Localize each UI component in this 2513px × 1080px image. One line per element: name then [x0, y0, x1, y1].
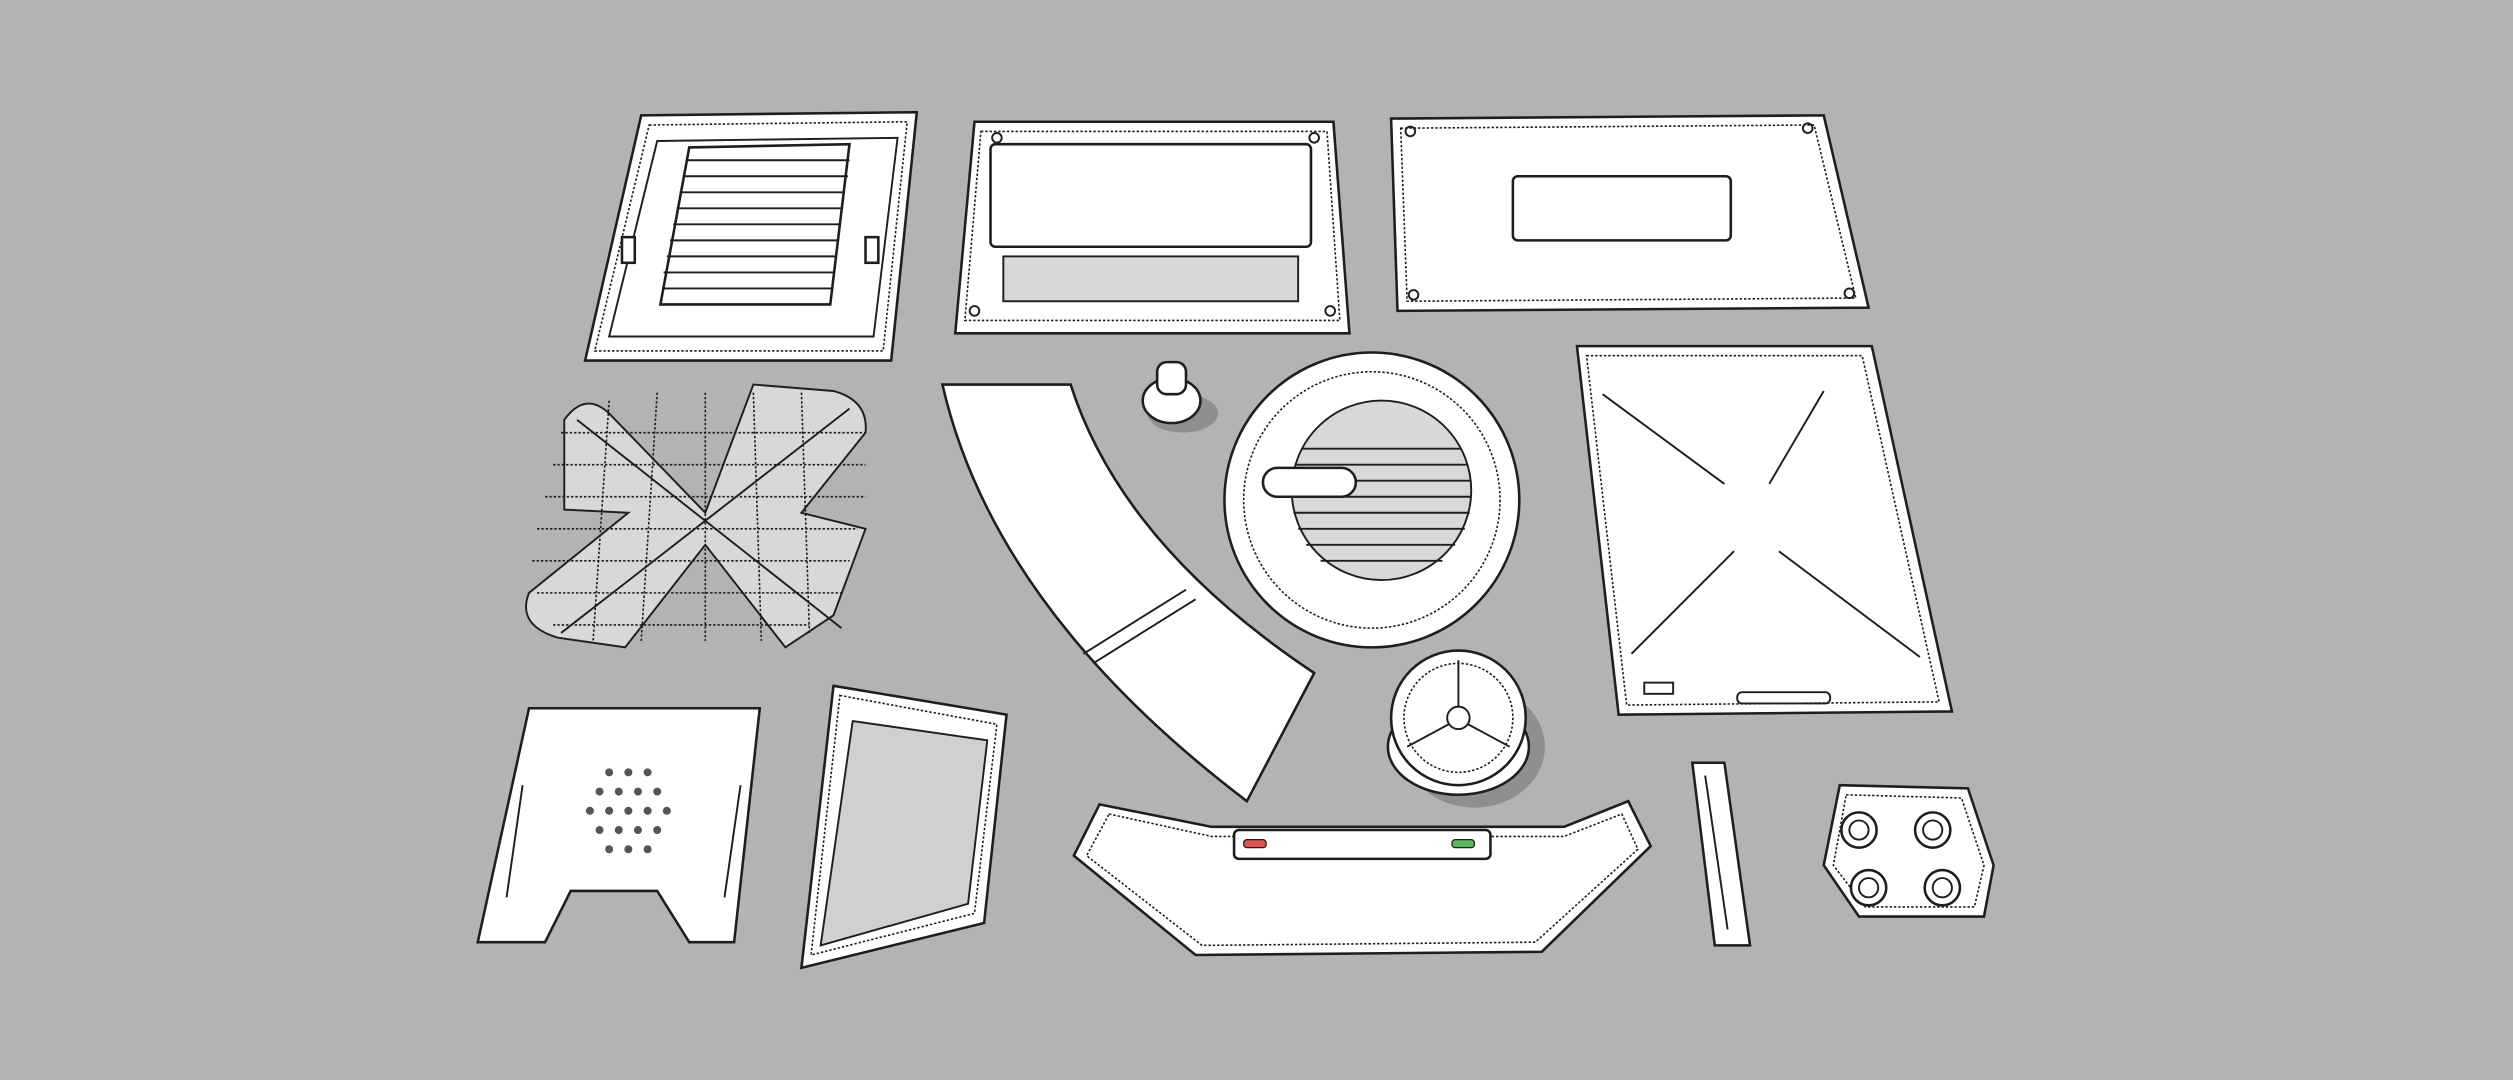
- console-panel: [1072, 799, 1653, 957]
- recessed-tray: [799, 684, 1008, 970]
- screen-panel: [953, 120, 1351, 335]
- four-knob-panel: [1822, 783, 1995, 918]
- fan-rotor: [1386, 649, 1545, 808]
- label-plate: [1389, 114, 1871, 313]
- vertical-handle-bar: [1690, 761, 1752, 947]
- perforated-bracket: [476, 706, 762, 944]
- clover-mesh-panel: [525, 383, 867, 649]
- round-hatch: [1223, 351, 1521, 649]
- small-knob: [1141, 360, 1219, 433]
- vent-grille-panel: [583, 110, 919, 362]
- curved-strip: [940, 383, 1316, 804]
- slotted-plate: [1575, 344, 1954, 716]
